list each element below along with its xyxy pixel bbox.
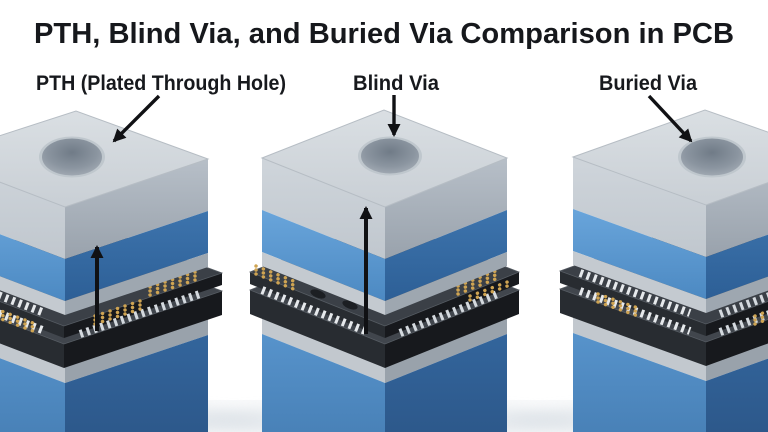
blue-layer-right <box>385 210 507 301</box>
thin-gray-left <box>0 276 65 315</box>
pth-block <box>0 110 224 432</box>
gold-pads <box>0 270 197 333</box>
lower-gray-right <box>385 314 507 383</box>
cap-gray-right <box>706 182 768 257</box>
pin-row <box>260 286 370 336</box>
slab-hole <box>342 300 358 310</box>
thin-gray-right <box>65 253 208 315</box>
lower-blue-left <box>573 333 706 432</box>
cap-gray-left <box>0 182 65 259</box>
blue-layer-right <box>65 211 208 301</box>
pcb-slab-side-left <box>0 301 64 338</box>
blind-via-label: Blind Via <box>353 72 439 95</box>
cap-gray-right <box>65 159 208 259</box>
buried-via-block <box>558 109 768 432</box>
pcb-slab-side-right <box>385 290 519 368</box>
thin-gray-right <box>706 276 768 313</box>
lower-gray-right <box>65 315 208 383</box>
lower-blue-left <box>262 334 385 432</box>
thin-gray-right <box>385 252 507 315</box>
buried-label-arrow <box>647 94 693 143</box>
drill-hole <box>361 138 419 174</box>
gold-pads <box>596 292 768 326</box>
pin-row <box>578 269 692 317</box>
pcb-slab-side-left <box>560 289 706 366</box>
thin-gray-left <box>262 252 385 315</box>
pcb-slab-side-right <box>64 291 222 368</box>
lower-blue-right <box>385 334 507 432</box>
cap-gray-left <box>573 157 706 257</box>
cap-gray-left <box>262 158 385 259</box>
drill-hole <box>681 138 743 176</box>
blue-layer-left <box>262 210 385 301</box>
lower-gray-left <box>262 314 385 383</box>
blue-layer-right <box>706 234 768 299</box>
drill-hole <box>42 138 102 176</box>
thin-gray-left <box>573 251 706 313</box>
top-face <box>571 109 768 206</box>
pth-label: PTH (Plated Through Hole) <box>36 72 286 95</box>
gold-pads <box>254 264 512 302</box>
pth-label-arrow <box>112 94 161 143</box>
pin-row <box>0 309 47 335</box>
buried-via-label: Buried Via <box>599 72 697 95</box>
lower-gray-right <box>706 338 768 381</box>
slab-hole <box>310 289 326 299</box>
cap-gray-right <box>385 158 507 259</box>
pcb-slab-side-right <box>706 319 768 366</box>
pcb-slab-side-left <box>250 290 385 368</box>
lower-blue-right <box>706 358 768 432</box>
lower-blue-right <box>65 335 208 432</box>
lower-blue-left <box>0 358 65 432</box>
blue-layer-left <box>0 234 65 301</box>
pcb-slab-side-left <box>0 319 64 368</box>
diagram-title: PTH, Blind Via, and Buried Via Compariso… <box>34 18 734 50</box>
blind-via-block <box>248 109 521 432</box>
lower-gray-left <box>573 313 706 381</box>
pcb-slab-side-right <box>385 272 519 338</box>
blue-layer-left <box>573 209 706 299</box>
